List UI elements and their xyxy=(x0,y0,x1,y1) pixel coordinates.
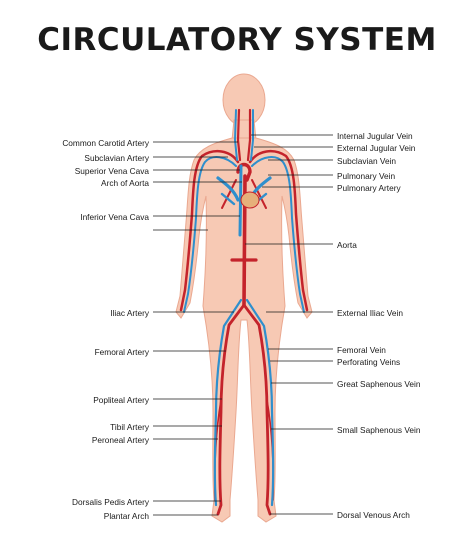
label-small-saphenous-vein: Small Saphenous Vein xyxy=(337,425,421,435)
heart xyxy=(240,191,260,209)
diagram-title: CIRCULATORY SYSTEM xyxy=(37,22,437,58)
label-femoral-artery: Femoral Artery xyxy=(94,347,149,357)
label-femoral-vein: Femoral Vein xyxy=(337,345,386,355)
label-superior-vena-cava: Superior Vena Cava xyxy=(74,166,149,176)
label-plantar-arch: Plantar Arch xyxy=(103,511,149,521)
label-great-saphenous-vein: Great Saphenous Vein xyxy=(337,379,421,389)
label-iliac-artery: Iliac Artery xyxy=(110,308,149,318)
arteries xyxy=(179,108,309,516)
label-external-iliac-vein: External Iliac Vein xyxy=(337,308,403,318)
veins xyxy=(183,109,305,507)
body-silhouette xyxy=(175,73,313,523)
label-pulmonary-artery: Pulmonary Artery xyxy=(337,183,401,193)
label-pulmonary-vein: Pulmonary Vein xyxy=(337,171,396,181)
label-common-carotid-artery: Common Carotid Artery xyxy=(62,138,149,148)
leader-lines xyxy=(153,134,333,516)
label-inferior-vena-cava: Inferior Vena Cava xyxy=(80,212,149,222)
label-subclavian-artery: Subclavian Artery xyxy=(84,153,149,163)
label-internal-jugular-vein: Internal Jugular Vein xyxy=(337,131,413,141)
label-subclavian-vein: Subclavian Vein xyxy=(337,156,397,166)
label-external-jugular-vein: External Jugular Vein xyxy=(337,143,416,153)
label-peroneal-artery: Peroneal Artery xyxy=(91,435,149,445)
label-dorsal-venous-arch: Dorsal Venous Arch xyxy=(337,510,410,520)
label-tibil-artery: Tibil Artery xyxy=(110,422,149,432)
label-dorsalis-pedis-artery: Dorsalis Pedis Artery xyxy=(71,497,149,507)
label-aorta: Aorta xyxy=(337,240,357,250)
label-popliteal-artery: Popliteal Artery xyxy=(93,395,149,405)
label-arch-of-aorta: Arch of Aorta xyxy=(101,178,149,188)
label-perforating-veins: Perforating Veins xyxy=(337,357,401,367)
